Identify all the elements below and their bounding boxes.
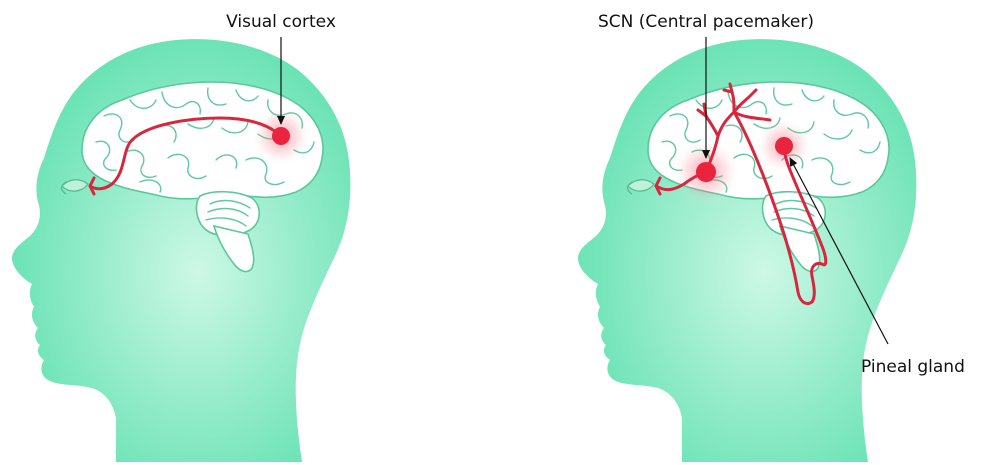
visual-cortex-node bbox=[272, 127, 290, 145]
visual-cortex-label: Visual cortex bbox=[226, 12, 336, 32]
pineal-node bbox=[775, 137, 793, 155]
left-head-diagram: Visual cortex bbox=[12, 12, 350, 462]
right-head-diagram bbox=[578, 37, 916, 462]
pineal-gland-label: Pineal gland bbox=[861, 357, 965, 377]
scn-label: SCN (Central pacemaker) bbox=[598, 12, 814, 32]
scn-node bbox=[696, 162, 716, 182]
